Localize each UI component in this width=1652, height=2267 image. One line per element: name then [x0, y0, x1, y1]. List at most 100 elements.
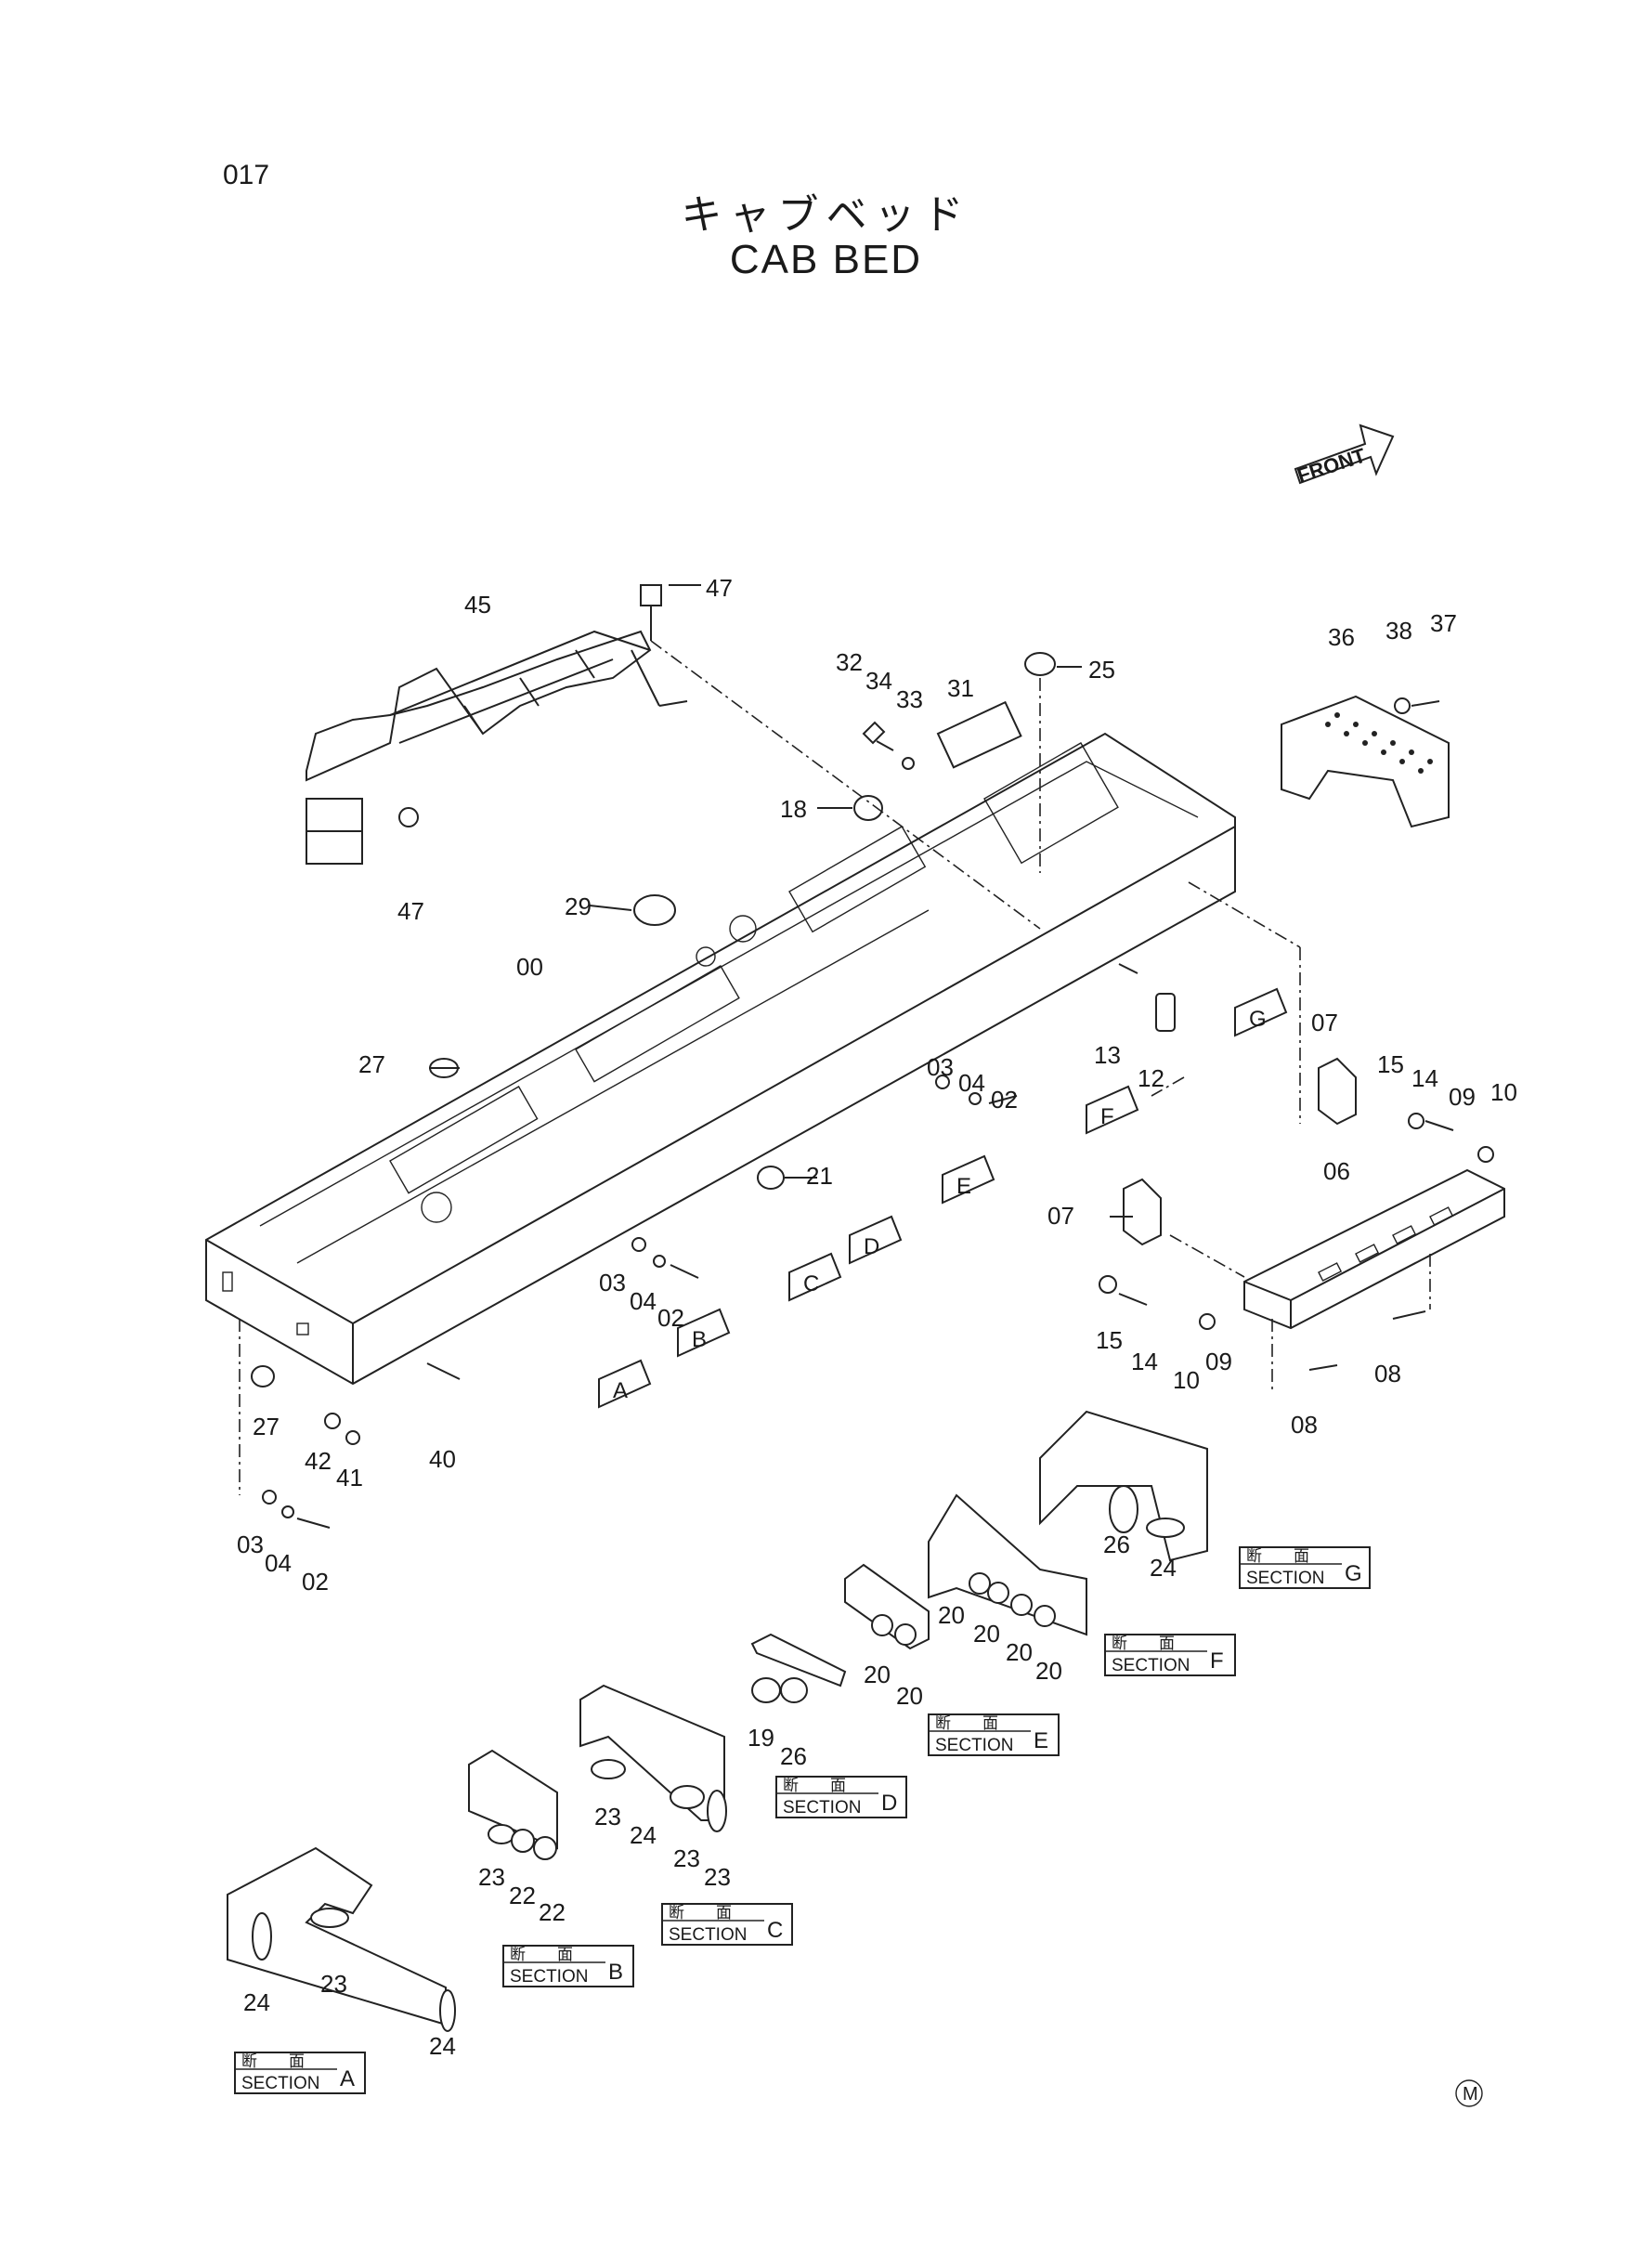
svg-text:SECTION: SECTION [510, 1967, 588, 1987]
svg-text:断 面: 断 面 [783, 1777, 846, 1795]
part-label: 12 [1138, 1064, 1164, 1092]
svg-text:D: D [881, 1791, 897, 1816]
part-label: 45 [464, 591, 491, 619]
view-marker-e: E [942, 1154, 995, 1205]
part-label: 24 [429, 2032, 456, 2060]
part-label: 10 [1173, 1366, 1200, 1394]
part-label: 40 [429, 1445, 456, 1473]
view-markers: A B C D E F G [598, 987, 1288, 1409]
part-45-rail-assembly [306, 630, 688, 865]
section-box-b: 断 面 SECTION B [502, 1945, 634, 1987]
section-g-grommet [1146, 1518, 1185, 1538]
svg-text:C: C [803, 1271, 819, 1296]
part-label: 07 [1047, 1202, 1074, 1230]
part-label: 23 [594, 1803, 621, 1831]
part-label: 04 [958, 1069, 985, 1097]
svg-text:断 面: 断 面 [1246, 1547, 1309, 1566]
part-label: 21 [806, 1162, 833, 1190]
part-label: 03 [927, 1053, 954, 1081]
view-marker-g: G [1234, 987, 1288, 1037]
section-a-grommet [439, 1989, 456, 2032]
part-label: 13 [1094, 1041, 1121, 1069]
svg-text:A: A [340, 2066, 355, 2091]
part-label: 23 [320, 1970, 347, 1998]
front-label: FRONT [1294, 443, 1369, 487]
svg-text:M: M [1463, 2084, 1478, 2104]
section-c-grommet [591, 1759, 626, 1779]
part-label: 03 [237, 1531, 264, 1558]
title-japanese: キャブベッド [681, 191, 971, 239]
svg-text:D: D [864, 1234, 879, 1259]
part-label: 32 [836, 648, 863, 676]
section-box-g: 断 面 SECTION G [1239, 1546, 1371, 1589]
part-label: 20 [1035, 1657, 1062, 1685]
part-label: 41 [336, 1464, 363, 1492]
svg-text:B: B [692, 1327, 707, 1352]
part-label: 33 [896, 685, 923, 713]
corner-mark: M [1455, 2079, 1483, 2107]
part-label: 19 [748, 1724, 774, 1752]
svg-text:断 面: 断 面 [1112, 1635, 1175, 1653]
part-00-main-frame [205, 732, 1236, 1386]
view-marker-a: A [598, 1359, 652, 1409]
svg-text:C: C [767, 1918, 783, 1943]
svg-text:断 面: 断 面 [510, 1946, 573, 1964]
part-label: 42 [305, 1447, 332, 1475]
svg-text:断 面: 断 面 [935, 1714, 998, 1733]
section-f-plate [928, 1493, 1087, 1636]
part-label: 22 [509, 1882, 536, 1909]
svg-text:A: A [613, 1378, 628, 1403]
view-marker-c: C [788, 1252, 842, 1302]
part-label: 02 [991, 1086, 1018, 1114]
part-label: 15 [1377, 1050, 1404, 1078]
part-label: 08 [1374, 1360, 1401, 1388]
section-detail-parts [227, 1410, 1208, 2032]
leader-lines [239, 584, 1431, 1495]
svg-text:F: F [1210, 1648, 1224, 1674]
part-label: 14 [1131, 1348, 1158, 1375]
part-label: 04 [265, 1549, 292, 1577]
view-marker-b: B [677, 1308, 731, 1358]
section-box-c: 断 面 SECTION C [661, 1903, 793, 1946]
part-label: 10 [1490, 1078, 1517, 1106]
part-label: 22 [539, 1898, 566, 1926]
part-label: 23 [478, 1863, 505, 1891]
part-label: 03 [599, 1269, 626, 1296]
svg-text:E: E [1034, 1728, 1048, 1753]
section-box-e: 断 面 SECTION E [928, 1713, 1060, 1756]
svg-text:断 面: 断 面 [241, 2052, 305, 2071]
svg-text:F: F [1100, 1104, 1114, 1129]
page-number: 017 [223, 160, 270, 190]
part-label: 02 [302, 1568, 329, 1596]
section-d-grommet [751, 1677, 781, 1703]
svg-text:E: E [956, 1174, 971, 1199]
section-c-grommet [670, 1785, 705, 1809]
part-06-step [1243, 1168, 1505, 1330]
part-label: 14 [1411, 1064, 1438, 1092]
part-label: 20 [864, 1661, 891, 1688]
part-label: 08 [1291, 1411, 1318, 1439]
part-label: 23 [704, 1863, 731, 1891]
part-label: 37 [1430, 609, 1457, 637]
section-box-f: 断 面 SECTION F [1104, 1634, 1236, 1676]
section-d-plate [750, 1633, 847, 1687]
section-box-a: 断 面 SECTION A [234, 2052, 366, 2094]
svg-text:SECTION: SECTION [783, 1798, 861, 1818]
svg-text:SECTION: SECTION [241, 2074, 319, 2093]
section-e-grommet [894, 1623, 917, 1646]
front-arrow: FRONT [1294, 423, 1395, 488]
part-label: 07 [1311, 1009, 1338, 1036]
part-label: 09 [1205, 1348, 1232, 1375]
part-label: 20 [938, 1601, 965, 1629]
part-label: 27 [358, 1050, 385, 1078]
section-b-grommet [533, 1836, 557, 1860]
section-f-grommets [969, 1572, 1056, 1627]
part-label: 02 [657, 1304, 684, 1332]
part-label: 09 [1449, 1083, 1476, 1111]
section-box-d: 断 面 SECTION D [775, 1776, 907, 1818]
part-label: 25 [1088, 656, 1115, 684]
part-label: 47 [706, 574, 733, 602]
part-label: 31 [947, 674, 974, 702]
part-label: 00 [516, 953, 543, 981]
part-label: 24 [1150, 1554, 1177, 1582]
